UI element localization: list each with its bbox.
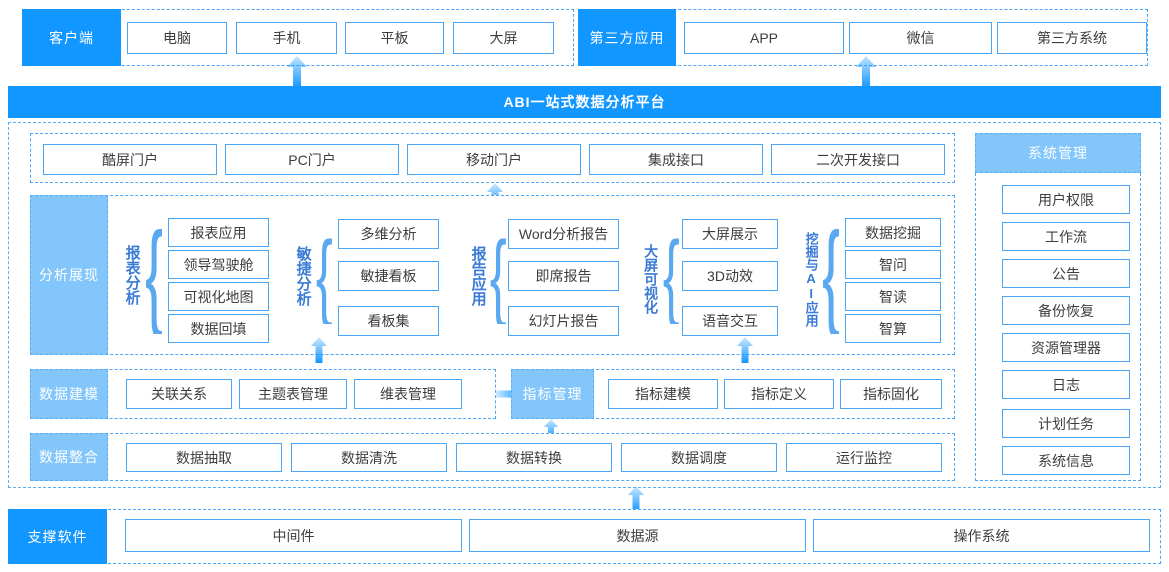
portal-item-2[interactable]: 移动门户 (407, 144, 581, 175)
support-software-item-0[interactable]: 中间件 (125, 519, 462, 552)
analysis-caption-2: 报告应用 (469, 246, 487, 306)
support-software-item-1[interactable]: 数据源 (469, 519, 806, 552)
analysis-item-1-1[interactable]: 敏捷看板 (338, 261, 439, 291)
system-management-item-1[interactable]: 工作流 (1002, 222, 1130, 251)
platform-title-bar: ABI一站式数据分析平台 (8, 86, 1161, 118)
system-management-item-7[interactable]: 系统信息 (1002, 446, 1130, 475)
analysis-caption-1: 敏捷分析 (294, 246, 312, 306)
analysis-caption-4: 挖掘与AI应用 (803, 231, 819, 327)
analysis-item-3-2[interactable]: 语音交互 (682, 306, 778, 336)
data-integration-label: 数据整合 (30, 433, 108, 481)
arrow-up-analysis-right (737, 337, 753, 363)
analysis-item-1-2[interactable]: 看板集 (338, 306, 439, 336)
support-software-label: 支撑软件 (8, 509, 107, 564)
system-management-item-3[interactable]: 备份恢复 (1002, 296, 1130, 325)
metric-item-2[interactable]: 指标固化 (840, 379, 942, 409)
analysis-item-2-0[interactable]: Word分析报告 (508, 219, 619, 249)
data-modeling-item-2[interactable]: 维表管理 (354, 379, 462, 409)
metric-item-0[interactable]: 指标建模 (608, 379, 718, 409)
analysis-item-3-1[interactable]: 3D动效 (682, 261, 778, 291)
analysis-brace-4: { (823, 216, 839, 334)
client-item-3[interactable]: 大屏 (453, 22, 554, 54)
data-integration-item-0[interactable]: 数据抽取 (126, 443, 282, 472)
analysis-item-0-0[interactable]: 报表应用 (168, 218, 269, 247)
portal-item-1[interactable]: PC门户 (225, 144, 399, 175)
system-management-label: 系统管理 (975, 133, 1141, 173)
arrow-up-third-party (856, 56, 876, 88)
analysis-item-2-1[interactable]: 即席报告 (508, 261, 619, 291)
data-modeling-label: 数据建模 (30, 369, 108, 419)
analysis-brace-3: { (663, 228, 679, 324)
analysis-label: 分析展现 (30, 195, 108, 355)
system-management-item-0[interactable]: 用户权限 (1002, 185, 1130, 214)
arrow-up-client (287, 56, 307, 88)
third-party-item-0[interactable]: APP (684, 22, 844, 54)
metric-item-1[interactable]: 指标定义 (724, 379, 834, 409)
analysis-item-4-3[interactable]: 智算 (845, 314, 941, 343)
analysis-item-4-1[interactable]: 智问 (845, 250, 941, 279)
client-label: 客户端 (22, 9, 121, 66)
system-management-item-5[interactable]: 日志 (1002, 370, 1130, 399)
data-integration-item-4[interactable]: 运行监控 (786, 443, 942, 472)
portal-item-0[interactable]: 酷屏门户 (43, 144, 217, 175)
analysis-item-4-0[interactable]: 数据挖掘 (845, 218, 941, 247)
analysis-brace-1: { (316, 228, 332, 324)
analysis-brace-0: { (146, 216, 162, 334)
data-integration-item-1[interactable]: 数据清洗 (291, 443, 447, 472)
third-party-label: 第三方应用 (578, 9, 676, 66)
analysis-item-0-3[interactable]: 数据回填 (168, 314, 269, 343)
client-item-0[interactable]: 电脑 (127, 22, 227, 54)
portal-item-4[interactable]: 二次开发接口 (771, 144, 945, 175)
analysis-item-0-2[interactable]: 可视化地图 (168, 282, 269, 311)
system-management-item-4[interactable]: 资源管理器 (1002, 333, 1130, 362)
analysis-item-2-2[interactable]: 幻灯片报告 (508, 306, 619, 336)
third-party-item-2[interactable]: 第三方系统 (997, 22, 1147, 54)
data-integration-item-3[interactable]: 数据调度 (621, 443, 777, 472)
client-item-2[interactable]: 平板 (345, 22, 444, 54)
arrow-up-metric (544, 419, 558, 439)
data-modeling-item-0[interactable]: 关联关系 (126, 379, 232, 409)
analysis-item-1-0[interactable]: 多维分析 (338, 219, 439, 249)
system-management-item-2[interactable]: 公告 (1002, 259, 1130, 288)
analysis-item-4-2[interactable]: 智读 (845, 282, 941, 311)
analysis-item-0-1[interactable]: 领导驾驶舱 (168, 250, 269, 279)
metric-label: 指标管理 (511, 369, 594, 419)
arrow-up-support (628, 486, 644, 512)
system-management-item-6[interactable]: 计划任务 (1002, 409, 1130, 438)
data-modeling-item-1[interactable]: 主题表管理 (239, 379, 347, 409)
third-party-item-1[interactable]: 微信 (849, 22, 992, 54)
portal-item-3[interactable]: 集成接口 (589, 144, 763, 175)
arrow-up-analysis-left (311, 337, 327, 363)
analysis-item-3-0[interactable]: 大屏展示 (682, 219, 778, 249)
analysis-caption-0: 报表分析 (123, 245, 141, 305)
analysis-brace-2: { (490, 228, 506, 324)
analysis-caption-3: 大屏可视化 (643, 244, 660, 314)
client-item-1[interactable]: 手机 (236, 22, 337, 54)
support-software-item-2[interactable]: 操作系统 (813, 519, 1150, 552)
data-integration-item-2[interactable]: 数据转换 (456, 443, 612, 472)
